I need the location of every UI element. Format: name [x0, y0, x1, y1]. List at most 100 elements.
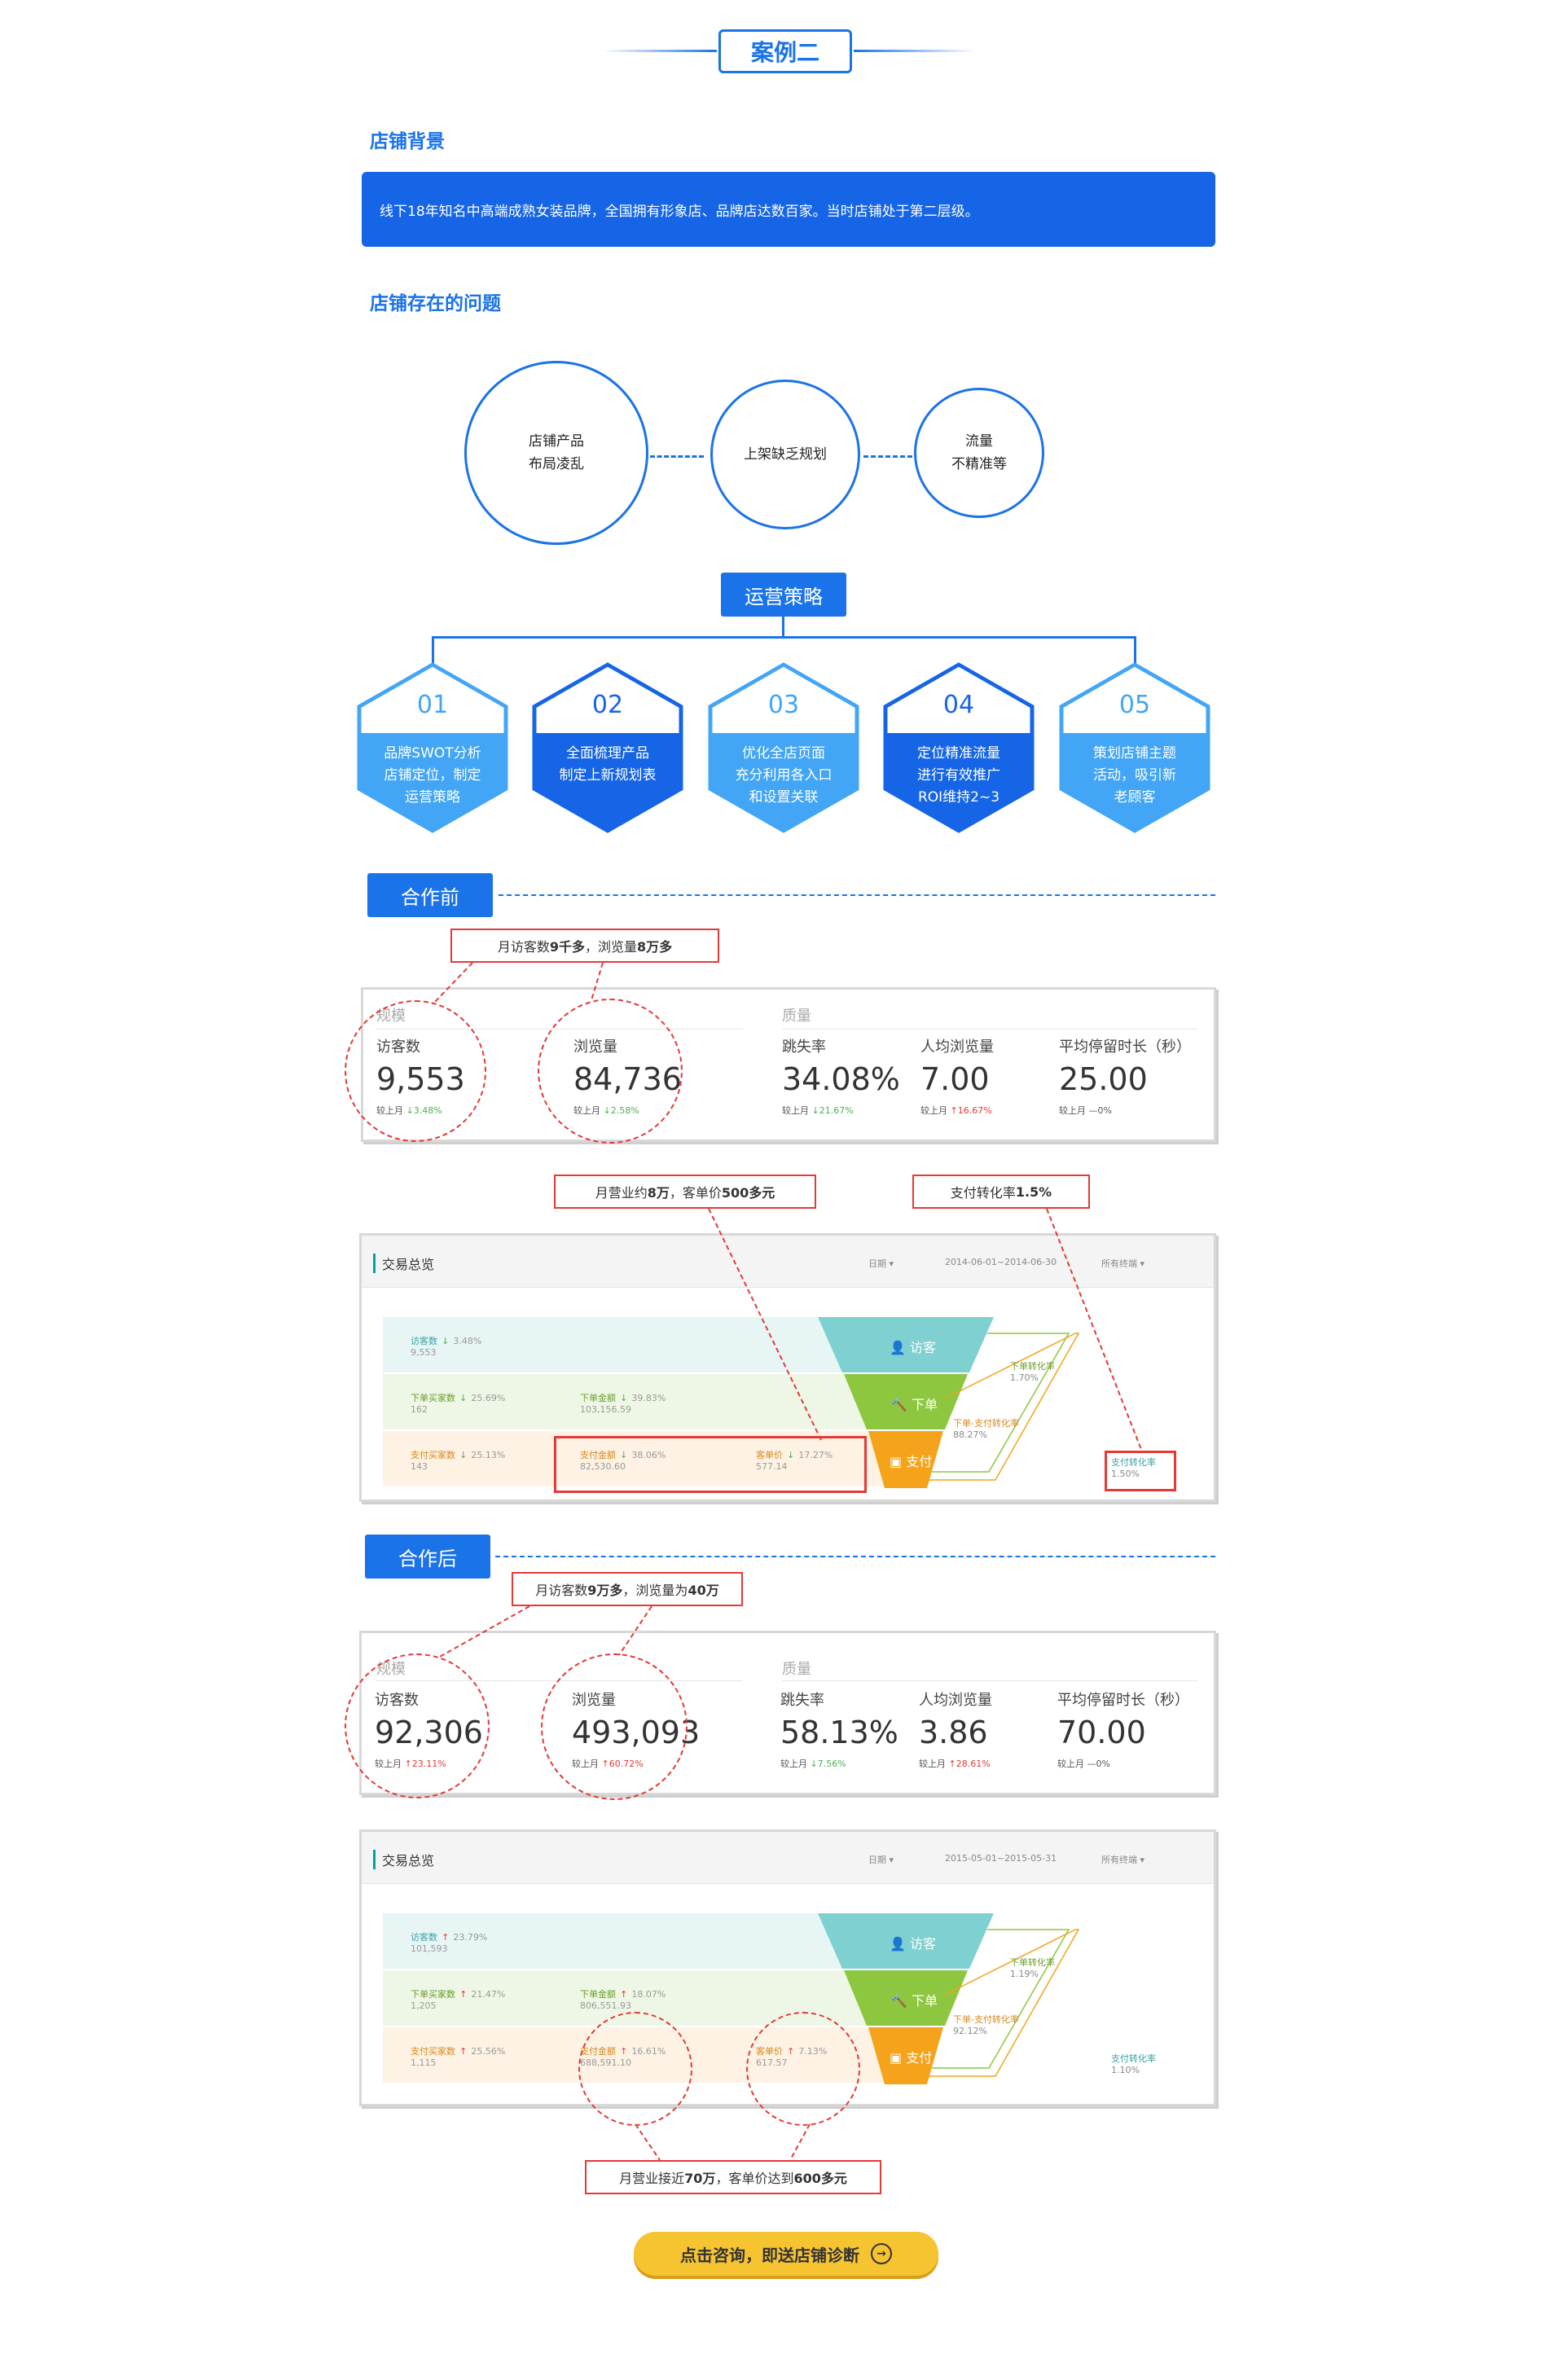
- trend-arrow-icon: —: [1087, 1759, 1096, 1769]
- strategy-stem: [782, 617, 784, 636]
- trade-cell-pct: 17.27%: [798, 1450, 833, 1460]
- step-number: 01: [416, 691, 449, 719]
- trade-cell-value: 1,115: [411, 2057, 437, 2068]
- highlight-box-pay-conv: [1105, 1451, 1176, 1491]
- trade-cell: 下单买家数 ↓ 25.69%162: [411, 1389, 505, 1415]
- trade-cell-pct: 3.48%: [453, 1336, 482, 1346]
- after-label: 合作后: [365, 1535, 490, 1579]
- date-label: 日期: [868, 1258, 886, 1269]
- before-visitor-circle: [345, 1000, 486, 1142]
- funnel-band: [383, 1431, 896, 1486]
- terminal-selector[interactable]: 所有终端 ▾: [1101, 1258, 1145, 1269]
- trend-arrow-icon: ↓: [620, 1393, 628, 1403]
- before-divider: [499, 894, 1215, 896]
- step-text: 策划店铺主题活动，吸引新老顾客: [1058, 743, 1211, 809]
- note-bold: 500多元: [721, 1185, 775, 1201]
- terminal-selector[interactable]: 所有终端 ▾: [1101, 1855, 1145, 1865]
- note-text: ，浏览量: [585, 939, 638, 955]
- cta-label: 点击咨询，即送店铺诊断: [680, 2245, 859, 2265]
- quality-divider: [782, 1680, 1197, 1681]
- trade-cell-value: 82,530.60: [580, 1461, 626, 1472]
- background-text: 线下18年知名中高端成熟女装品牌，全国拥有形象店、品牌店达数百家。当时店铺处于第…: [380, 203, 979, 220]
- trend-arrow-icon: ↓: [810, 1759, 818, 1769]
- trade-cell: 下单金额 ↓ 39.83%103,156.59: [580, 1389, 666, 1415]
- background-heading: 店铺背景: [370, 131, 445, 152]
- trade-cell-value: 1,205: [411, 2000, 437, 2011]
- terminal-label: 所有终端: [1101, 1855, 1137, 1865]
- conv-order-value: 1.70%: [1010, 1372, 1039, 1383]
- trade-cell-pct: 25.13%: [471, 1450, 506, 1460]
- step-number: 05: [1118, 691, 1151, 719]
- trend-arrow-icon: ↑: [442, 1932, 450, 1943]
- metric-label: 平均停留时长（秒）: [1057, 1692, 1189, 1709]
- trade-cell: 支付金额 ↓ 38.06%82,530.60: [580, 1446, 666, 1472]
- consult-cta-button[interactable]: 点击咨询，即送店铺诊断 →: [634, 2232, 938, 2276]
- note-bold: 9千多: [549, 939, 585, 955]
- conv-order-value: 1.19%: [1010, 1969, 1039, 1979]
- trend-arrow-icon: ↓: [620, 1450, 628, 1460]
- funnel-pay-text: 支付: [906, 2050, 933, 2066]
- date-selector[interactable]: 日期 ▾: [868, 1855, 894, 1865]
- strategy-title: 运营策略: [721, 573, 846, 617]
- note-text: 月访客数: [535, 1583, 588, 1598]
- quality-divider: [782, 1029, 1197, 1030]
- problem-circle-2: 上架缺乏规划: [710, 380, 860, 529]
- date-selector[interactable]: 日期 ▾: [868, 1258, 894, 1269]
- funnel-visit-label: 👤 访客: [890, 1936, 937, 1952]
- note-bold: 600多元: [793, 2171, 847, 2186]
- trade-cell-pct: 39.83%: [631, 1393, 666, 1403]
- note-text: ，客单价: [669, 1185, 722, 1201]
- trade-cell-label: 支付买家数: [411, 2046, 455, 2057]
- trend-arrow-icon: ↓: [459, 1450, 468, 1460]
- note-bold: 40万: [688, 1583, 719, 1598]
- funnel-graphic: [818, 1913, 1080, 2084]
- compare-pct: 16.67%: [957, 1105, 992, 1116]
- problem-circle-1: 店铺产品布局凌乱: [464, 361, 648, 545]
- date-range[interactable]: 2015-05-01~2015-05-31: [945, 1853, 1057, 1864]
- step-line: 运营策略: [405, 789, 460, 806]
- step-line: 活动，吸引新: [1093, 767, 1176, 784]
- compare-pct: 28.61%: [956, 1759, 991, 1769]
- problem-3-line1: 流量: [965, 433, 993, 450]
- date-label: 日期: [868, 1855, 886, 1865]
- funnel-visit-text: 访客: [910, 1936, 937, 1952]
- metric-compare: 较上月 —0%: [1059, 1104, 1191, 1117]
- step-line: 和设置关联: [749, 789, 819, 806]
- strategy-step-05: 05 策划店铺主题活动，吸引新老顾客: [1058, 661, 1211, 834]
- trade-cell-label: 访客数: [411, 1336, 437, 1346]
- step-line: 充分利用各入口: [735, 767, 833, 784]
- trade-cell-value: 9,553: [411, 1347, 437, 1358]
- date-range[interactable]: 2014-06-01~2014-06-30: [945, 1257, 1057, 1267]
- compare-label: 较上月: [780, 1759, 807, 1769]
- problems-heading: 店铺存在的问题: [370, 293, 501, 314]
- terminal-label: 所有终端: [1101, 1258, 1137, 1269]
- trade-cell-label: 支付金额: [580, 1450, 616, 1460]
- problem-1-line1: 店铺产品: [529, 433, 584, 450]
- note-text: 支付转化率: [950, 1185, 1016, 1201]
- title-line-right: [854, 50, 976, 52]
- metric-value: 34.08%: [782, 1061, 900, 1097]
- case-title: 案例二: [718, 29, 852, 73]
- trade-cell: 下单金额 ↑ 18.07%806,551.93: [580, 1985, 666, 2011]
- trade-title: 交易总览: [373, 1850, 434, 1869]
- trade-cell: 访客数 ↓ 3.48%9,553: [411, 1332, 481, 1358]
- note-text: ，浏览量为: [622, 1583, 688, 1598]
- trade-cell-label: 访客数: [411, 1932, 437, 1943]
- trade-header: [362, 1832, 1214, 1884]
- conv-pay-value: 1.10%: [1111, 2065, 1140, 2075]
- metric-compare: 较上月 ↑16.67%: [920, 1104, 994, 1117]
- note-bold: 8万: [647, 1185, 670, 1201]
